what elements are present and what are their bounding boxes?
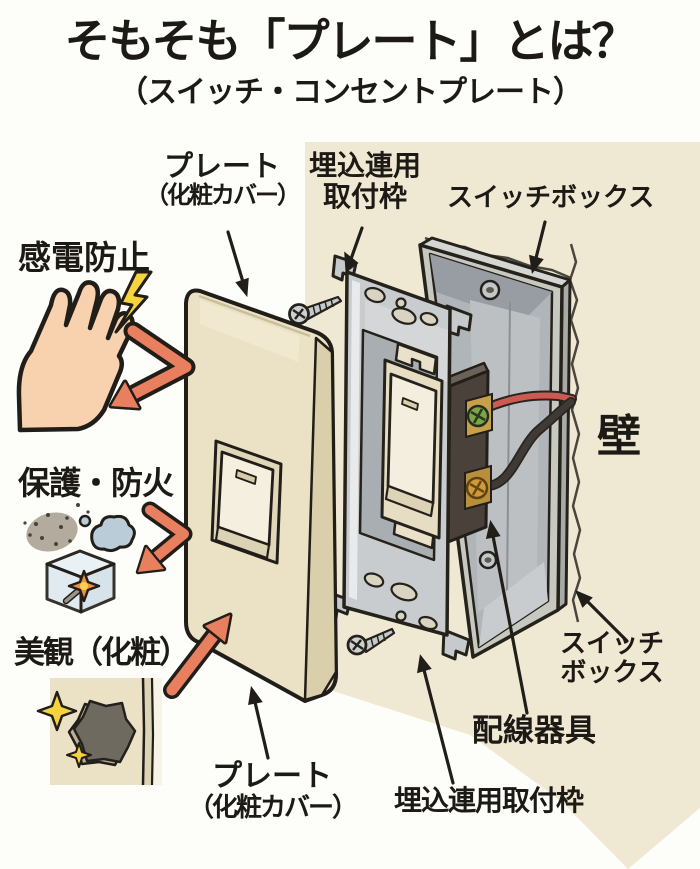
screw-bottom-icon <box>346 627 396 656</box>
switch-device <box>380 342 444 550</box>
arrow-beauty-orange <box>163 612 233 699</box>
label-wall: 壁 <box>597 411 641 462</box>
label-switch-box-right: スイッチ ボックス <box>559 629 664 689</box>
pointer-arrows <box>226 220 629 785</box>
label-plate-top: プレート （化粧カバー） <box>145 149 301 210</box>
arrow-protect-orange <box>135 501 193 575</box>
lightning-icon <box>114 270 153 334</box>
plate-rocker-switch <box>210 439 283 565</box>
label-wiring-device: 配線器具 <box>472 713 596 749</box>
wiring-device-body <box>444 361 490 544</box>
sparkle-icon <box>36 690 78 732</box>
wall-plate <box>184 288 339 703</box>
arrow-shock-orange <box>108 321 196 411</box>
label-mounting-frame-bottom: 埋込連用取付枠 <box>394 784 584 817</box>
fire-box-icon <box>45 549 116 614</box>
hand-icon <box>16 280 135 433</box>
label-aesthetics: 美観（化粧） <box>14 635 190 671</box>
label-protection-fire: 保護・防火 <box>18 464 174 502</box>
screw-top-icon <box>288 295 343 325</box>
sparkle-icon-small <box>66 742 92 768</box>
terminal-screws <box>464 392 493 511</box>
page-title: そもそも「プレート」とは？ <box>64 14 637 68</box>
wall-hole-icon <box>36 677 162 786</box>
label-mounting-frame-top: 埋込連用 取付枠 <box>308 149 421 214</box>
label-switch-box-top: スイッチボックス <box>447 183 655 213</box>
label-plate-bottom: プレート （化粧カバー） <box>187 759 358 823</box>
label-shock-prevention: 感電防止 <box>18 238 150 277</box>
smoke-icon <box>23 503 136 553</box>
page-subtitle: （スイッチ・コンセントプレート） <box>118 75 583 110</box>
